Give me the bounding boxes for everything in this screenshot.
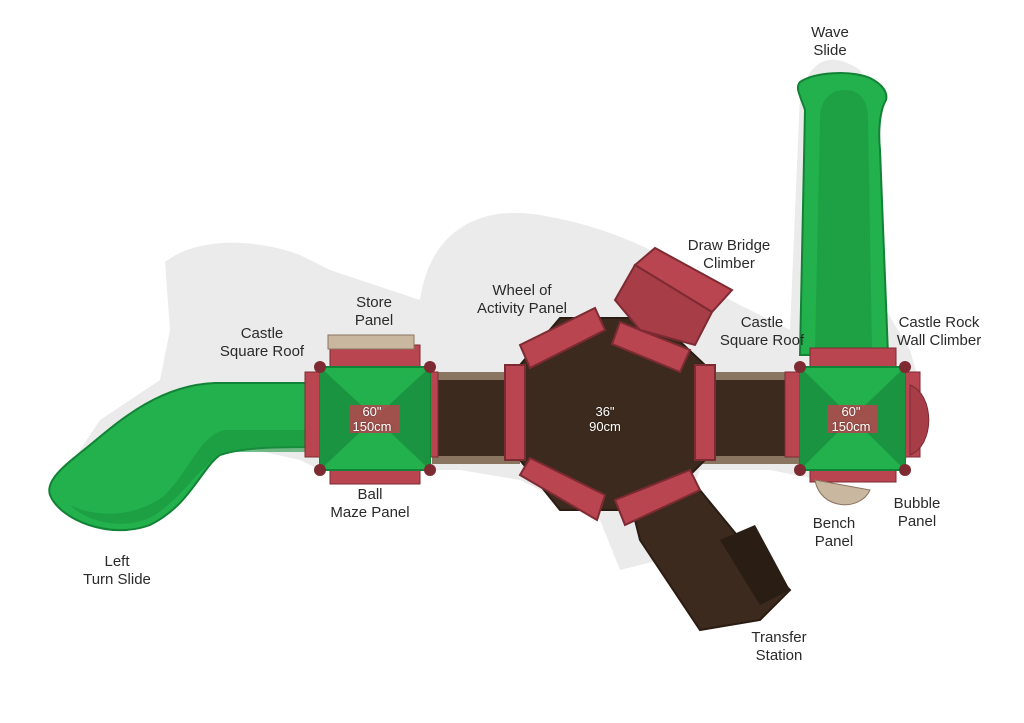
left-tower-height-cm: 150cm: [352, 419, 392, 434]
right-tower: [784, 347, 930, 506]
label-bench-panel: Bench Panel: [812, 515, 856, 550]
right-bridge-rail-top: [700, 372, 800, 380]
center-panels: [504, 306, 716, 527]
left-tower-height-in: 60": [362, 404, 382, 419]
left-bridge-rail-bottom: [432, 456, 520, 464]
wave-slide-lane: [815, 90, 872, 350]
center-deck-height: 36" 90cm: [589, 404, 621, 434]
draw-bridge-climber: [613, 246, 734, 347]
right-tower-height: 60" 150cm: [831, 404, 870, 434]
label-ball-maze-panel: Ball Maze Panel: [330, 486, 410, 521]
center-deck-height-in: 36": [595, 404, 615, 419]
label-store-panel: Store Panel: [354, 294, 394, 329]
label-castle-square-roof-left: Castle Square Roof: [219, 325, 305, 360]
label-castle-square-roof-right: Castle Square Roof: [719, 314, 805, 349]
left-tower: [304, 334, 439, 485]
label-transfer-station: Transfer Station: [751, 629, 807, 664]
label-left-turn-slide: Left Turn Slide: [83, 553, 151, 588]
right-tower-height-cm: 150cm: [831, 419, 871, 434]
label-draw-bridge-climber: Draw Bridge Climber: [687, 237, 771, 272]
left-turn-slide-shade: [70, 430, 310, 524]
left-bridge-rail-top: [432, 372, 520, 380]
label-wave-slide: Wave Slide: [811, 24, 849, 59]
left-turn-slide: [48, 382, 311, 532]
right-bridge: [700, 378, 800, 458]
label-wheel-of-activity-panel: Wheel of Activity Panel: [476, 282, 568, 317]
right-tower-height-in: 60": [841, 404, 861, 419]
label-castle-rock-wall-climber: Castle Rock Wall Climber: [896, 314, 982, 349]
center-deck-height-cm: 90cm: [589, 419, 621, 434]
left-tower-height: 60" 150cm: [352, 404, 391, 434]
transfer-station-step: [720, 525, 790, 605]
label-bubble-panel: Bubble Panel: [893, 495, 941, 530]
right-bridge-rail-bottom: [700, 456, 800, 464]
